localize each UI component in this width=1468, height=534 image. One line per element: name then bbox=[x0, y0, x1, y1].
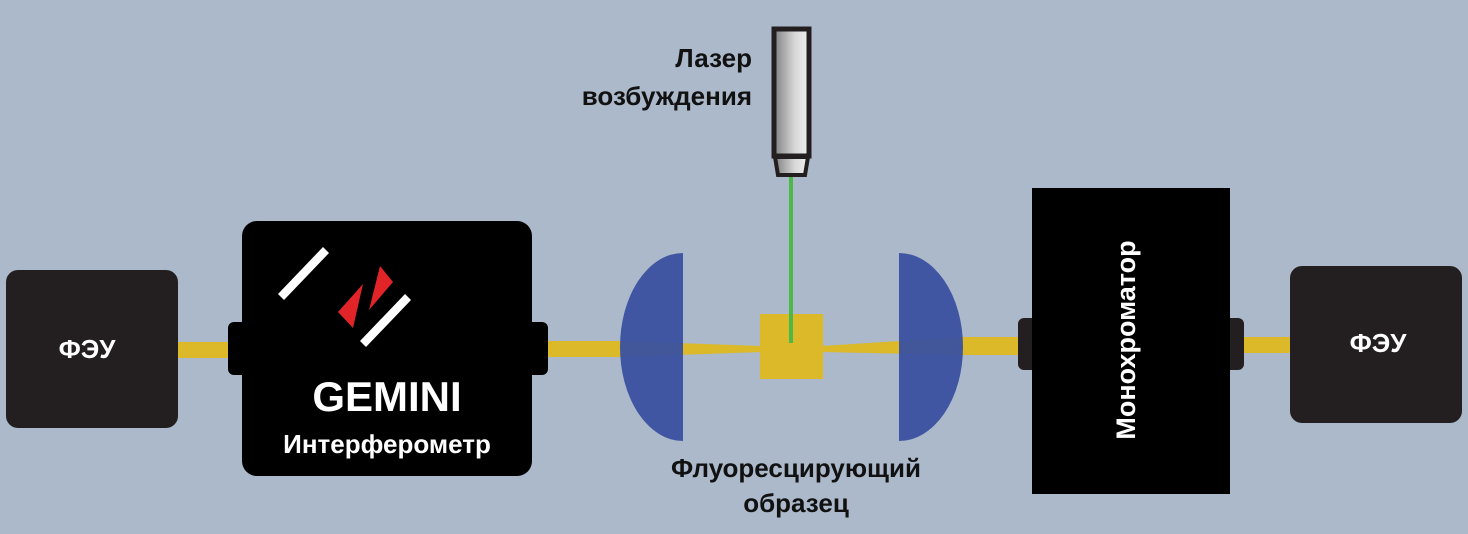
interferometer: GEMINI Интерферометр bbox=[228, 221, 548, 476]
gemini-brand: GEMINI bbox=[312, 373, 461, 420]
sample-label-line2: образец bbox=[743, 488, 849, 518]
pmt-left: ФЭУ bbox=[6, 270, 178, 428]
beam-right bbox=[1242, 337, 1294, 353]
monochromator: Монохроматор bbox=[1018, 188, 1244, 494]
pmt-right: ФЭУ bbox=[1290, 266, 1462, 423]
lens-right bbox=[899, 253, 963, 441]
interferometer-label: Интерферометр bbox=[283, 429, 491, 459]
gemini-logo bbox=[278, 247, 411, 347]
pmt-right-label: ФЭУ bbox=[1350, 328, 1408, 358]
laser-label-line2: возбуждения bbox=[582, 81, 752, 111]
sample-label-line1: Флуоресцирующий bbox=[671, 453, 921, 483]
laser-beam bbox=[789, 175, 793, 343]
excitation-laser bbox=[771, 26, 812, 343]
laser-label-line1: Лазер bbox=[675, 43, 752, 73]
monochromator-label: Монохроматор bbox=[1111, 240, 1141, 439]
pmt-left-label: ФЭУ bbox=[59, 334, 117, 364]
lens-left bbox=[620, 253, 683, 441]
